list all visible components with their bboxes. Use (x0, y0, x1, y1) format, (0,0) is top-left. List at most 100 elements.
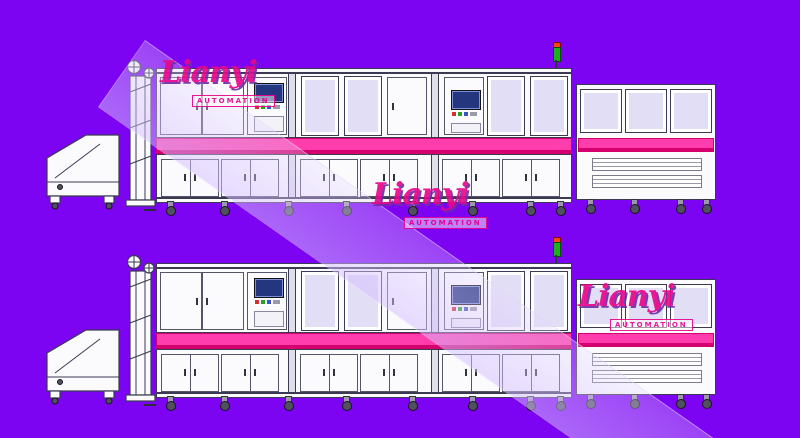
indicator-button (458, 112, 462, 116)
cabinet-window (625, 89, 667, 133)
double-door (300, 159, 358, 197)
module-joint (431, 155, 439, 197)
door-handle (323, 174, 325, 181)
caster-wheel (554, 396, 566, 411)
wheel-icon (586, 204, 596, 214)
drawer-stack (592, 175, 702, 188)
caster-wheel (674, 199, 686, 214)
elevator-tower (125, 254, 156, 402)
wheel-icon (586, 399, 596, 409)
production-line-row-bottom (30, 237, 770, 412)
module-joint (431, 74, 439, 137)
indicator-button (464, 112, 468, 116)
indicator-button (261, 105, 265, 109)
signal-tower-light (552, 237, 561, 263)
double-door (502, 354, 560, 392)
cabinet-conveyor-stripe (578, 138, 714, 152)
cabinet-window (580, 89, 622, 133)
caster-wheel (524, 396, 536, 411)
wheel-icon (556, 401, 566, 411)
door-handle (392, 298, 394, 305)
wheel-icon (342, 206, 352, 216)
door-handle (184, 174, 186, 181)
indicator-button (267, 300, 271, 304)
door-handle (465, 369, 467, 376)
indicator-button (267, 105, 271, 109)
machine-line-row (30, 237, 770, 412)
module-joint (288, 350, 296, 392)
wheel-icon (556, 206, 566, 216)
double-door (442, 159, 500, 197)
indicator-button (255, 300, 259, 304)
double-door (360, 354, 418, 392)
door-split (389, 355, 390, 391)
door-handle (535, 174, 537, 181)
double-door (221, 159, 279, 197)
door-handle (254, 369, 256, 376)
wheel-icon (220, 401, 230, 411)
door-handle (383, 174, 385, 181)
door-handle (525, 174, 527, 181)
door-handle (196, 103, 198, 110)
caster-wheel (218, 396, 230, 411)
door-split (190, 355, 191, 391)
caster-wheel (466, 201, 478, 216)
control-panel (247, 272, 287, 330)
door-handle (196, 298, 198, 305)
wheel-icon (676, 204, 686, 214)
door-handle (465, 174, 467, 181)
wheel-icon (468, 401, 478, 411)
door-handle (475, 174, 477, 181)
caster-wheel (466, 396, 478, 411)
indicator-button (452, 112, 456, 116)
caster-wheel (340, 201, 352, 216)
right-cabinet (576, 279, 716, 409)
wheel-icon (526, 401, 536, 411)
wheel-icon (342, 401, 352, 411)
door-split (531, 355, 532, 391)
right-cabinet (576, 84, 716, 214)
wheel-icon (284, 401, 294, 411)
caster-wheel (164, 201, 176, 216)
wheel-icon (220, 206, 230, 216)
double-door (161, 354, 219, 392)
machine-window (530, 271, 568, 331)
caster-wheel (554, 201, 566, 216)
machine-window (301, 76, 339, 136)
hmi-screen (451, 285, 481, 305)
caster-wheel (406, 201, 418, 216)
door-handle (535, 369, 537, 376)
double-door (442, 354, 500, 392)
door-split (471, 355, 472, 391)
wheel-icon (408, 206, 418, 216)
machine-window (530, 76, 568, 136)
upper-cabinet-band (156, 268, 572, 333)
cabinet-door (160, 272, 202, 330)
caster-wheel (282, 201, 294, 216)
machine-window (487, 76, 525, 136)
cabinet-door (387, 272, 427, 330)
door-split (329, 355, 330, 391)
control-buttons (255, 300, 280, 304)
door-split (250, 355, 251, 391)
main-line (156, 42, 572, 216)
machine-window (487, 271, 525, 331)
indicator-button (470, 112, 477, 116)
door-handle (525, 369, 527, 376)
control-panel (444, 272, 484, 330)
indicator-button (261, 300, 265, 304)
machine-line-row (30, 42, 770, 217)
door-handle (393, 369, 395, 376)
caster-wheel (524, 201, 536, 216)
cabinet-window (625, 284, 667, 328)
machine-window (344, 76, 382, 136)
caster-wheel (282, 396, 294, 411)
door-handle (393, 174, 395, 181)
door-handle (206, 298, 208, 305)
caster-wheel (628, 199, 640, 214)
door-handle (323, 369, 325, 376)
module-joint (431, 350, 439, 392)
caster-wheel (584, 199, 596, 214)
module-joint (431, 269, 439, 332)
watermark-subtitle: AUTOMATION (404, 217, 487, 229)
